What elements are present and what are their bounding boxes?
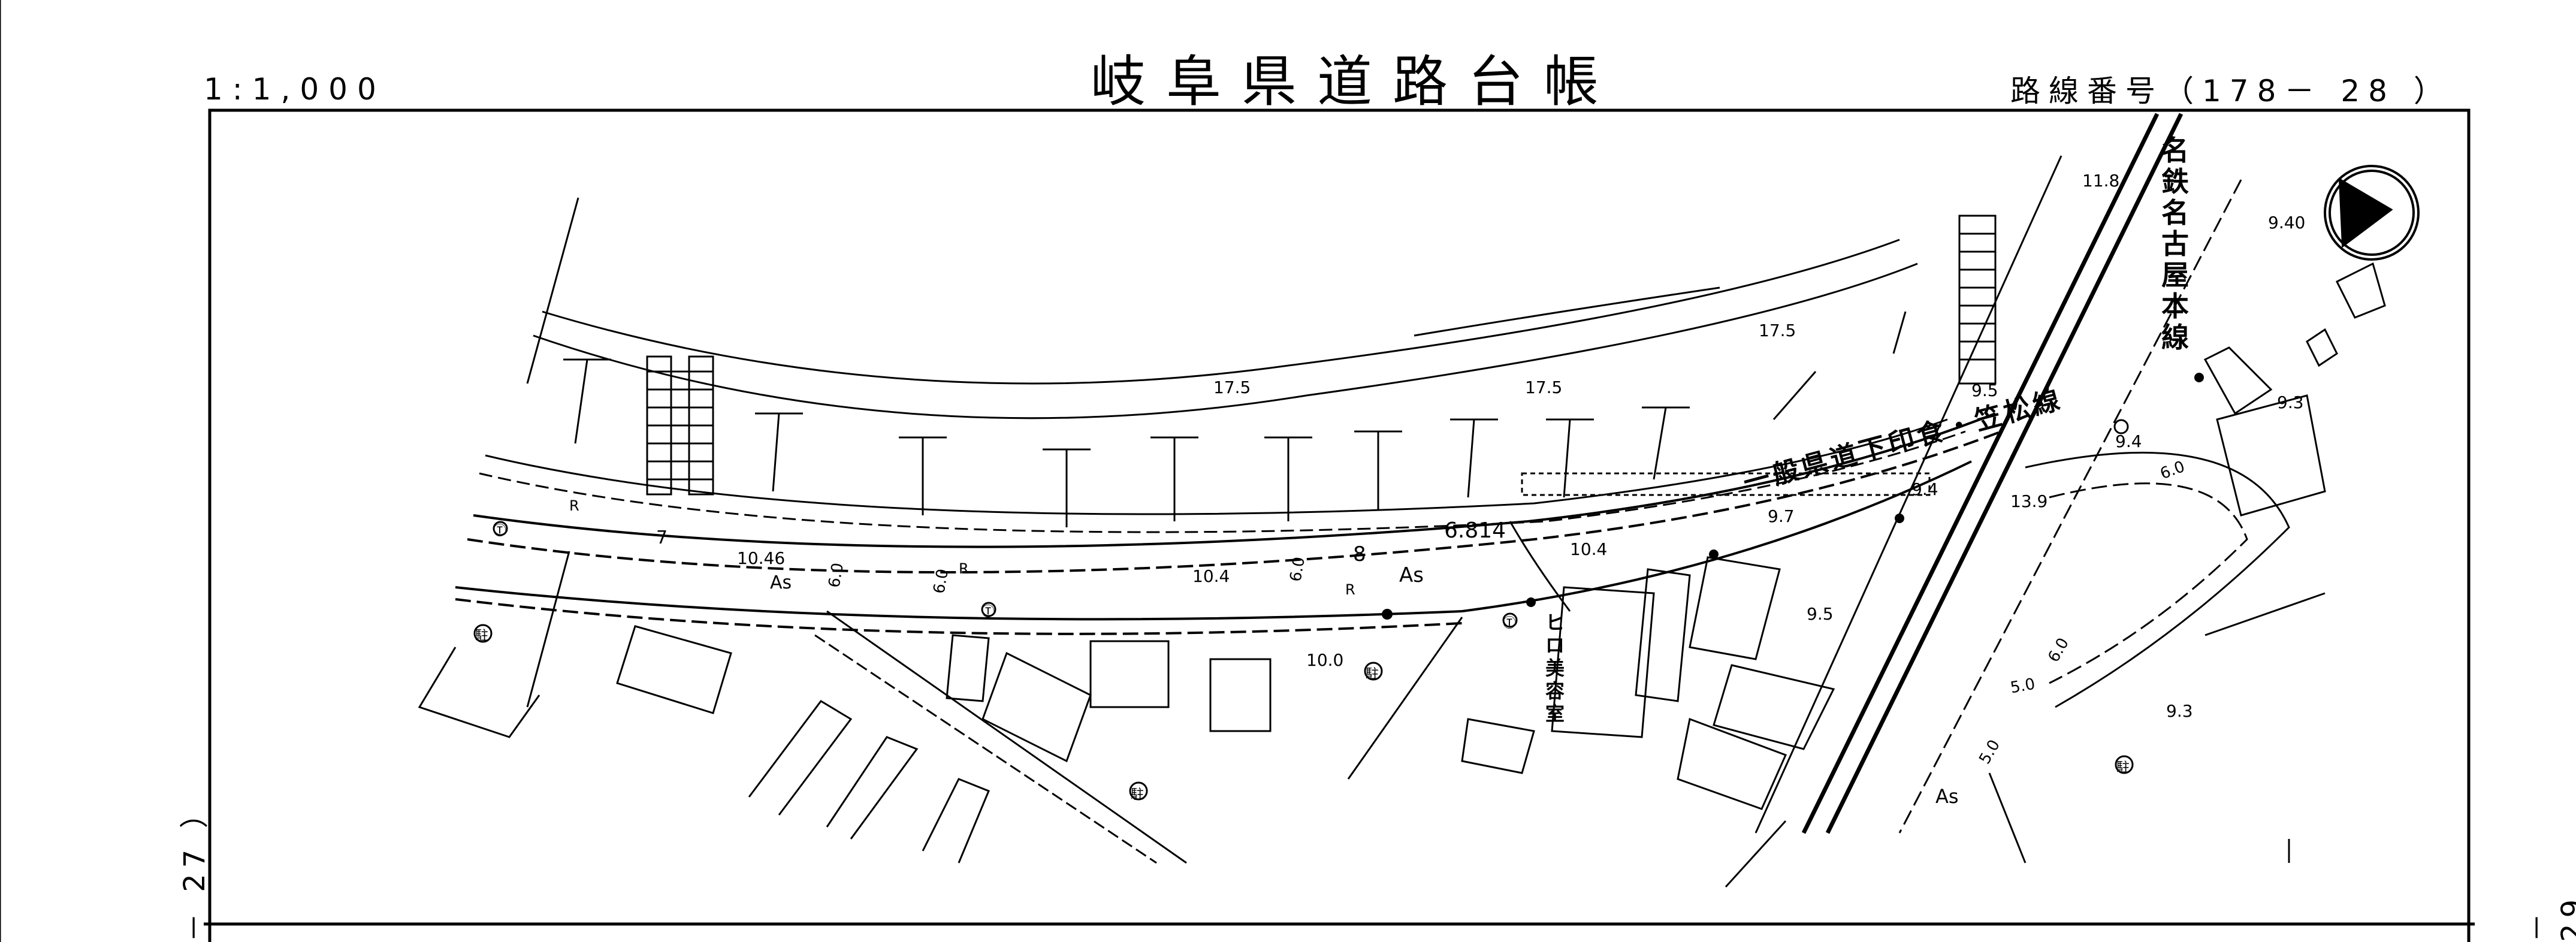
building-char: 室 [1545,702,1565,725]
surface-label: As [770,572,792,593]
north-arrow-icon [2324,165,2420,261]
building-name-label: ヒ ロ 美 容 室 [1543,611,1567,725]
railway-char: 鉄 [2161,165,2189,198]
elevation: 9.40 [2268,213,2306,233]
surface-label: As [1399,563,1424,587]
stairs [646,215,1997,496]
elevation: 9.3 [2166,701,2193,721]
side-label: R [1345,581,1355,598]
railway-name-label: 名 鉄 名 古 屋 本 線 [2157,135,2193,353]
buildings [616,262,2386,810]
telephone-icon: Ⓣ [1503,616,1517,631]
elevation: 17.5 [1759,321,1796,340]
elevation: 9.4 [1911,479,1938,499]
map-frame [208,108,2471,942]
elevation: 11.8 [2082,171,2120,191]
length-label: 6.814 [1444,518,1506,543]
parking-symbol: 駐 [475,629,489,644]
railway-char: 屋 [2161,259,2189,291]
map-scale: 1:1,000 [204,72,386,107]
ditch [1521,472,1931,496]
main-road [455,412,2002,635]
elevation: 10.4 [1570,539,1608,559]
embankment [479,197,1966,533]
building-char: 容 [1545,680,1565,702]
route-number: 路線番号（178－ 28 ） [2010,74,2452,108]
elevation: 9.5 [1971,381,1998,400]
lane-label: 7 [656,527,668,548]
elevation: 17.5 [1525,378,1563,397]
parking-symbol: 駐 [1131,787,1144,802]
side-roads [526,521,1571,864]
railway-char: 古 [2161,228,2189,260]
railway-char: 名 [2161,134,2189,167]
railway-char: 本 [2161,290,2189,322]
elevation: 10.4 [1192,566,1230,586]
railway-char: 名 [2161,197,2189,229]
parking-symbol: 駐 [1366,667,1379,682]
building-char: 美 [1545,657,1565,680]
elevation: 9.7 [1768,506,1795,526]
parking-symbol: 駐 [2116,760,2130,775]
building-char: ヒ [1545,611,1565,634]
elevation: 9.4 [2115,431,2142,451]
building-char: ロ [1545,634,1565,657]
sheet-title: 岐阜県道路台帳 [1091,50,1620,114]
side-label: R [959,560,969,577]
railway-char: 線 [2161,321,2189,354]
surface-label: As [1935,785,1959,808]
telephone-icon: Ⓣ [493,524,507,539]
elevation: 13.9 [2010,491,2048,511]
elevation: 17.5 [1213,378,1251,397]
telephone-icon: Ⓣ [982,605,995,620]
side-label: R [569,497,579,514]
elevation: 10.46 [737,548,786,568]
km-post-label: 8 [1353,542,1366,566]
railway [1801,113,2184,834]
elevation: 9.3 [2277,393,2304,412]
slope-marks [563,311,1907,527]
elevation: 10.0 [1306,650,1344,670]
point-markers [1382,373,2204,620]
elevation: 9.5 [1807,604,1834,624]
